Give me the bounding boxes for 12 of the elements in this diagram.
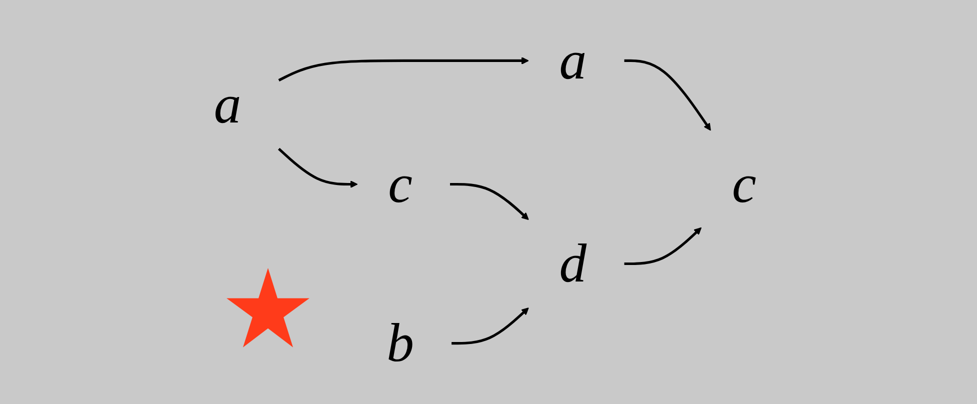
node-text: a xyxy=(559,30,587,91)
arrow xyxy=(450,182,529,220)
node-text: c xyxy=(732,153,756,214)
arrow xyxy=(278,148,358,188)
node-text: a xyxy=(214,74,242,135)
node-text: c xyxy=(388,153,412,214)
node-text: d xyxy=(559,232,587,294)
arrow xyxy=(624,227,702,266)
arrow xyxy=(624,59,711,131)
node-text: b xyxy=(386,312,414,374)
arrow xyxy=(278,56,529,82)
arrow xyxy=(452,308,529,345)
